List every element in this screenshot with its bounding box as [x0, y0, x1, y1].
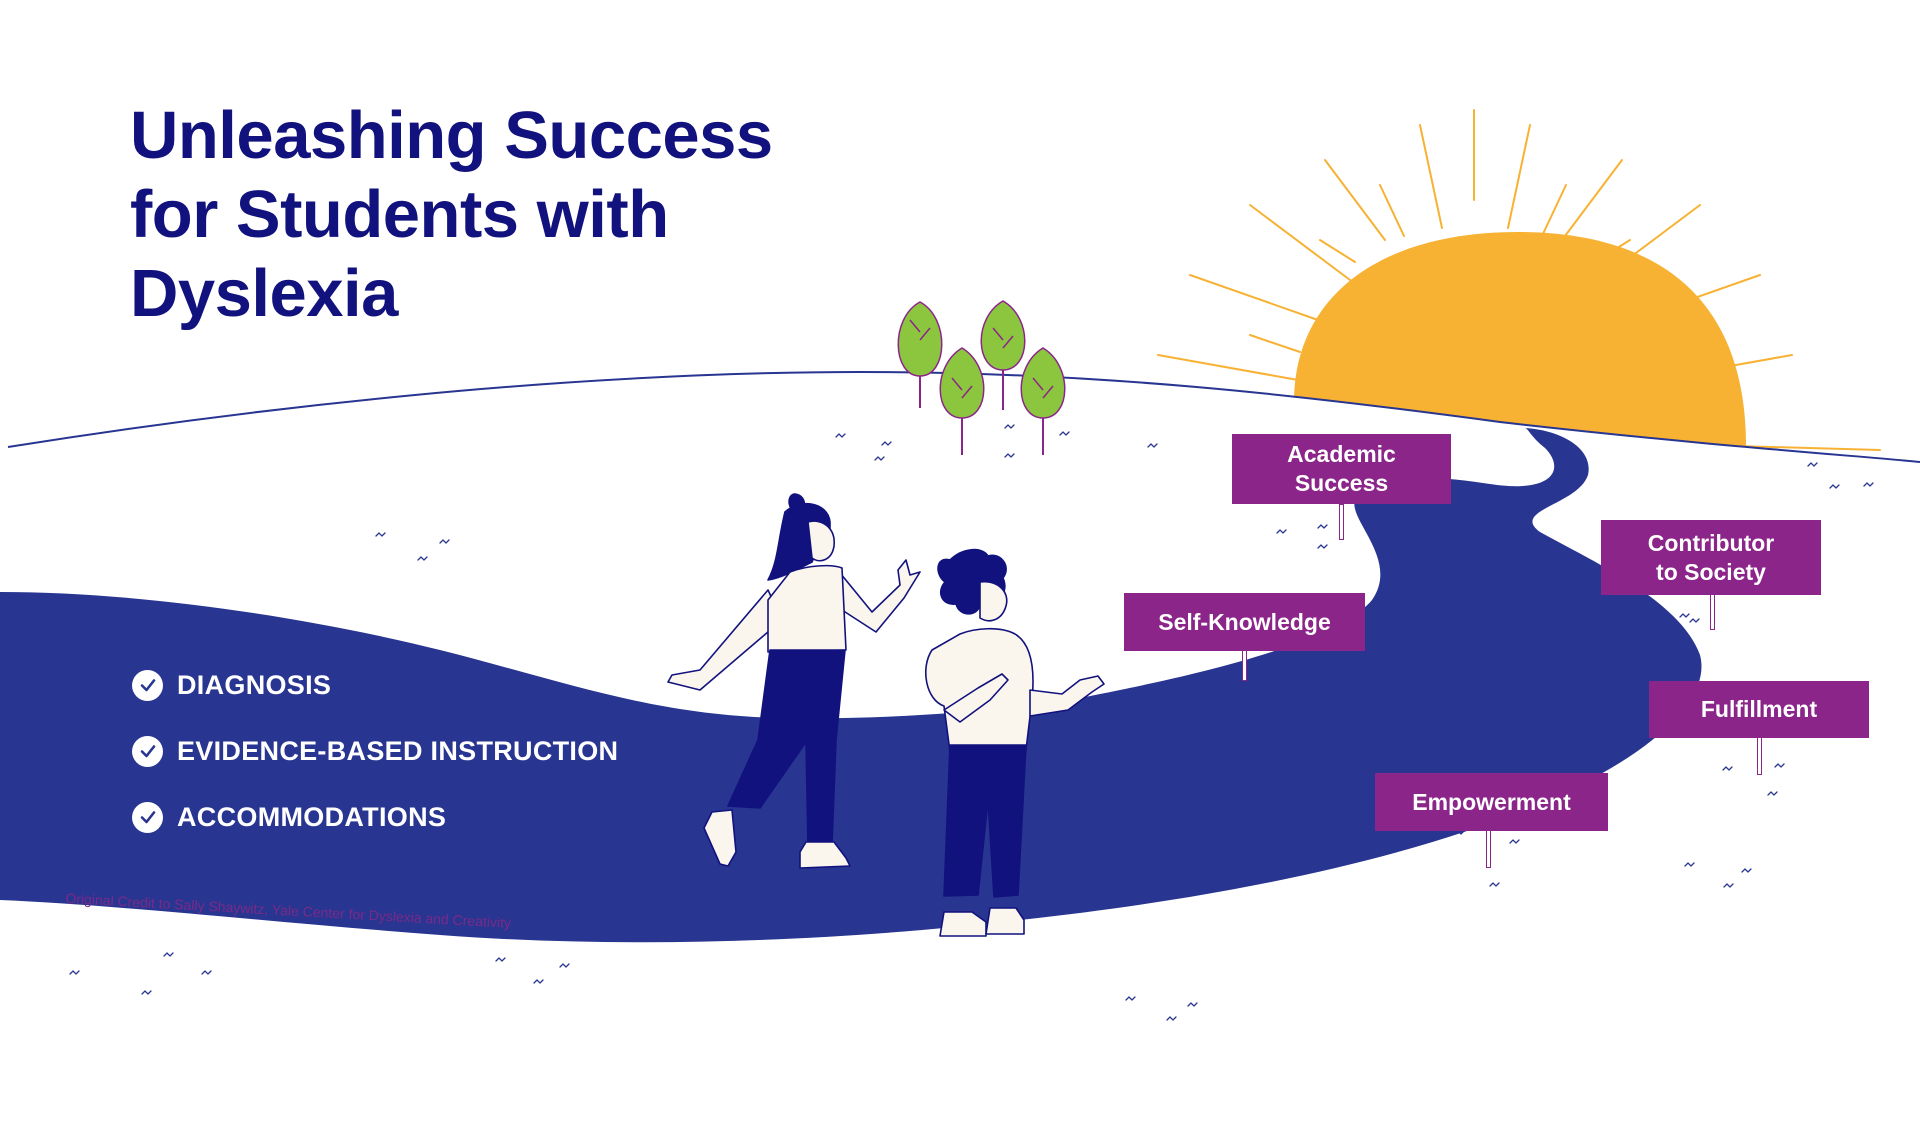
title-line: Unleashing Success [130, 98, 773, 173]
check-icon [132, 669, 163, 701]
sign-text-line: Academic [1287, 441, 1396, 467]
signpost-board: Self-Knowledge [1124, 593, 1365, 651]
woman-face [807, 520, 835, 562]
sign-text-line: to Society [1656, 558, 1766, 585]
signpost-pole [1486, 830, 1491, 868]
woman-arm-right [835, 559, 921, 633]
check-icon [132, 801, 163, 833]
man-face [979, 581, 1008, 622]
signpost-board: Fulfillment [1649, 681, 1869, 738]
checklist-label: DIAGNOSIS [177, 669, 332, 700]
tree-3 [939, 347, 985, 455]
checklist-label: ACCOMMODATIONS [177, 801, 447, 832]
sign-text-line: Contributor [1647, 529, 1775, 556]
woman-pants [727, 649, 846, 847]
man-shoe-right [985, 907, 1025, 935]
page-title: Unleashing Success for Students with Dys… [130, 96, 890, 333]
signpost-pole [1757, 737, 1762, 775]
checklist-item: ACCOMMODATIONS [132, 784, 618, 850]
signpost-board: Contributor to Society [1601, 520, 1821, 595]
sun [1294, 232, 1746, 446]
grass-tufts [69, 424, 1874, 1021]
sign-text-line: Empowerment [1412, 788, 1571, 815]
sign-text-line: Fulfillment [1700, 696, 1818, 722]
tree-1 [897, 301, 943, 408]
man-hand-left [943, 673, 1009, 723]
checklist-item: EVIDENCE-BASED INSTRUCTION [132, 718, 618, 784]
title-line: for Students with [130, 177, 669, 252]
man-arm-right [1029, 675, 1105, 717]
tree-2 [980, 300, 1026, 410]
tree-4 [1020, 347, 1066, 455]
horizon-line [7, 370, 1920, 463]
woman-shoe-right [799, 841, 851, 869]
trees [897, 300, 1066, 455]
person-woman [667, 493, 921, 869]
checklist-item: DIAGNOSIS [132, 652, 618, 718]
signpost-pole [1242, 649, 1247, 681]
title-line: Dyslexia [130, 256, 398, 331]
signpost-pole [1710, 594, 1715, 630]
sign-text-line: Self-Knowledge [1158, 608, 1331, 635]
check-icon [132, 735, 163, 767]
signpost-board: Empowerment [1375, 773, 1608, 831]
sign-text-line: Success [1294, 470, 1389, 496]
man-pants [943, 744, 1027, 898]
person-man [924, 548, 1105, 937]
signpost-board: Academic Success [1232, 434, 1451, 504]
woman-shoe-left [703, 809, 737, 867]
signpost-pole [1339, 504, 1344, 540]
checklist: DIAGNOSIS EVIDENCE-BASED INSTRUCTION ACC… [132, 652, 618, 850]
winding-road [0, 428, 1702, 943]
checklist-label: EVIDENCE-BASED INSTRUCTION [177, 735, 619, 766]
